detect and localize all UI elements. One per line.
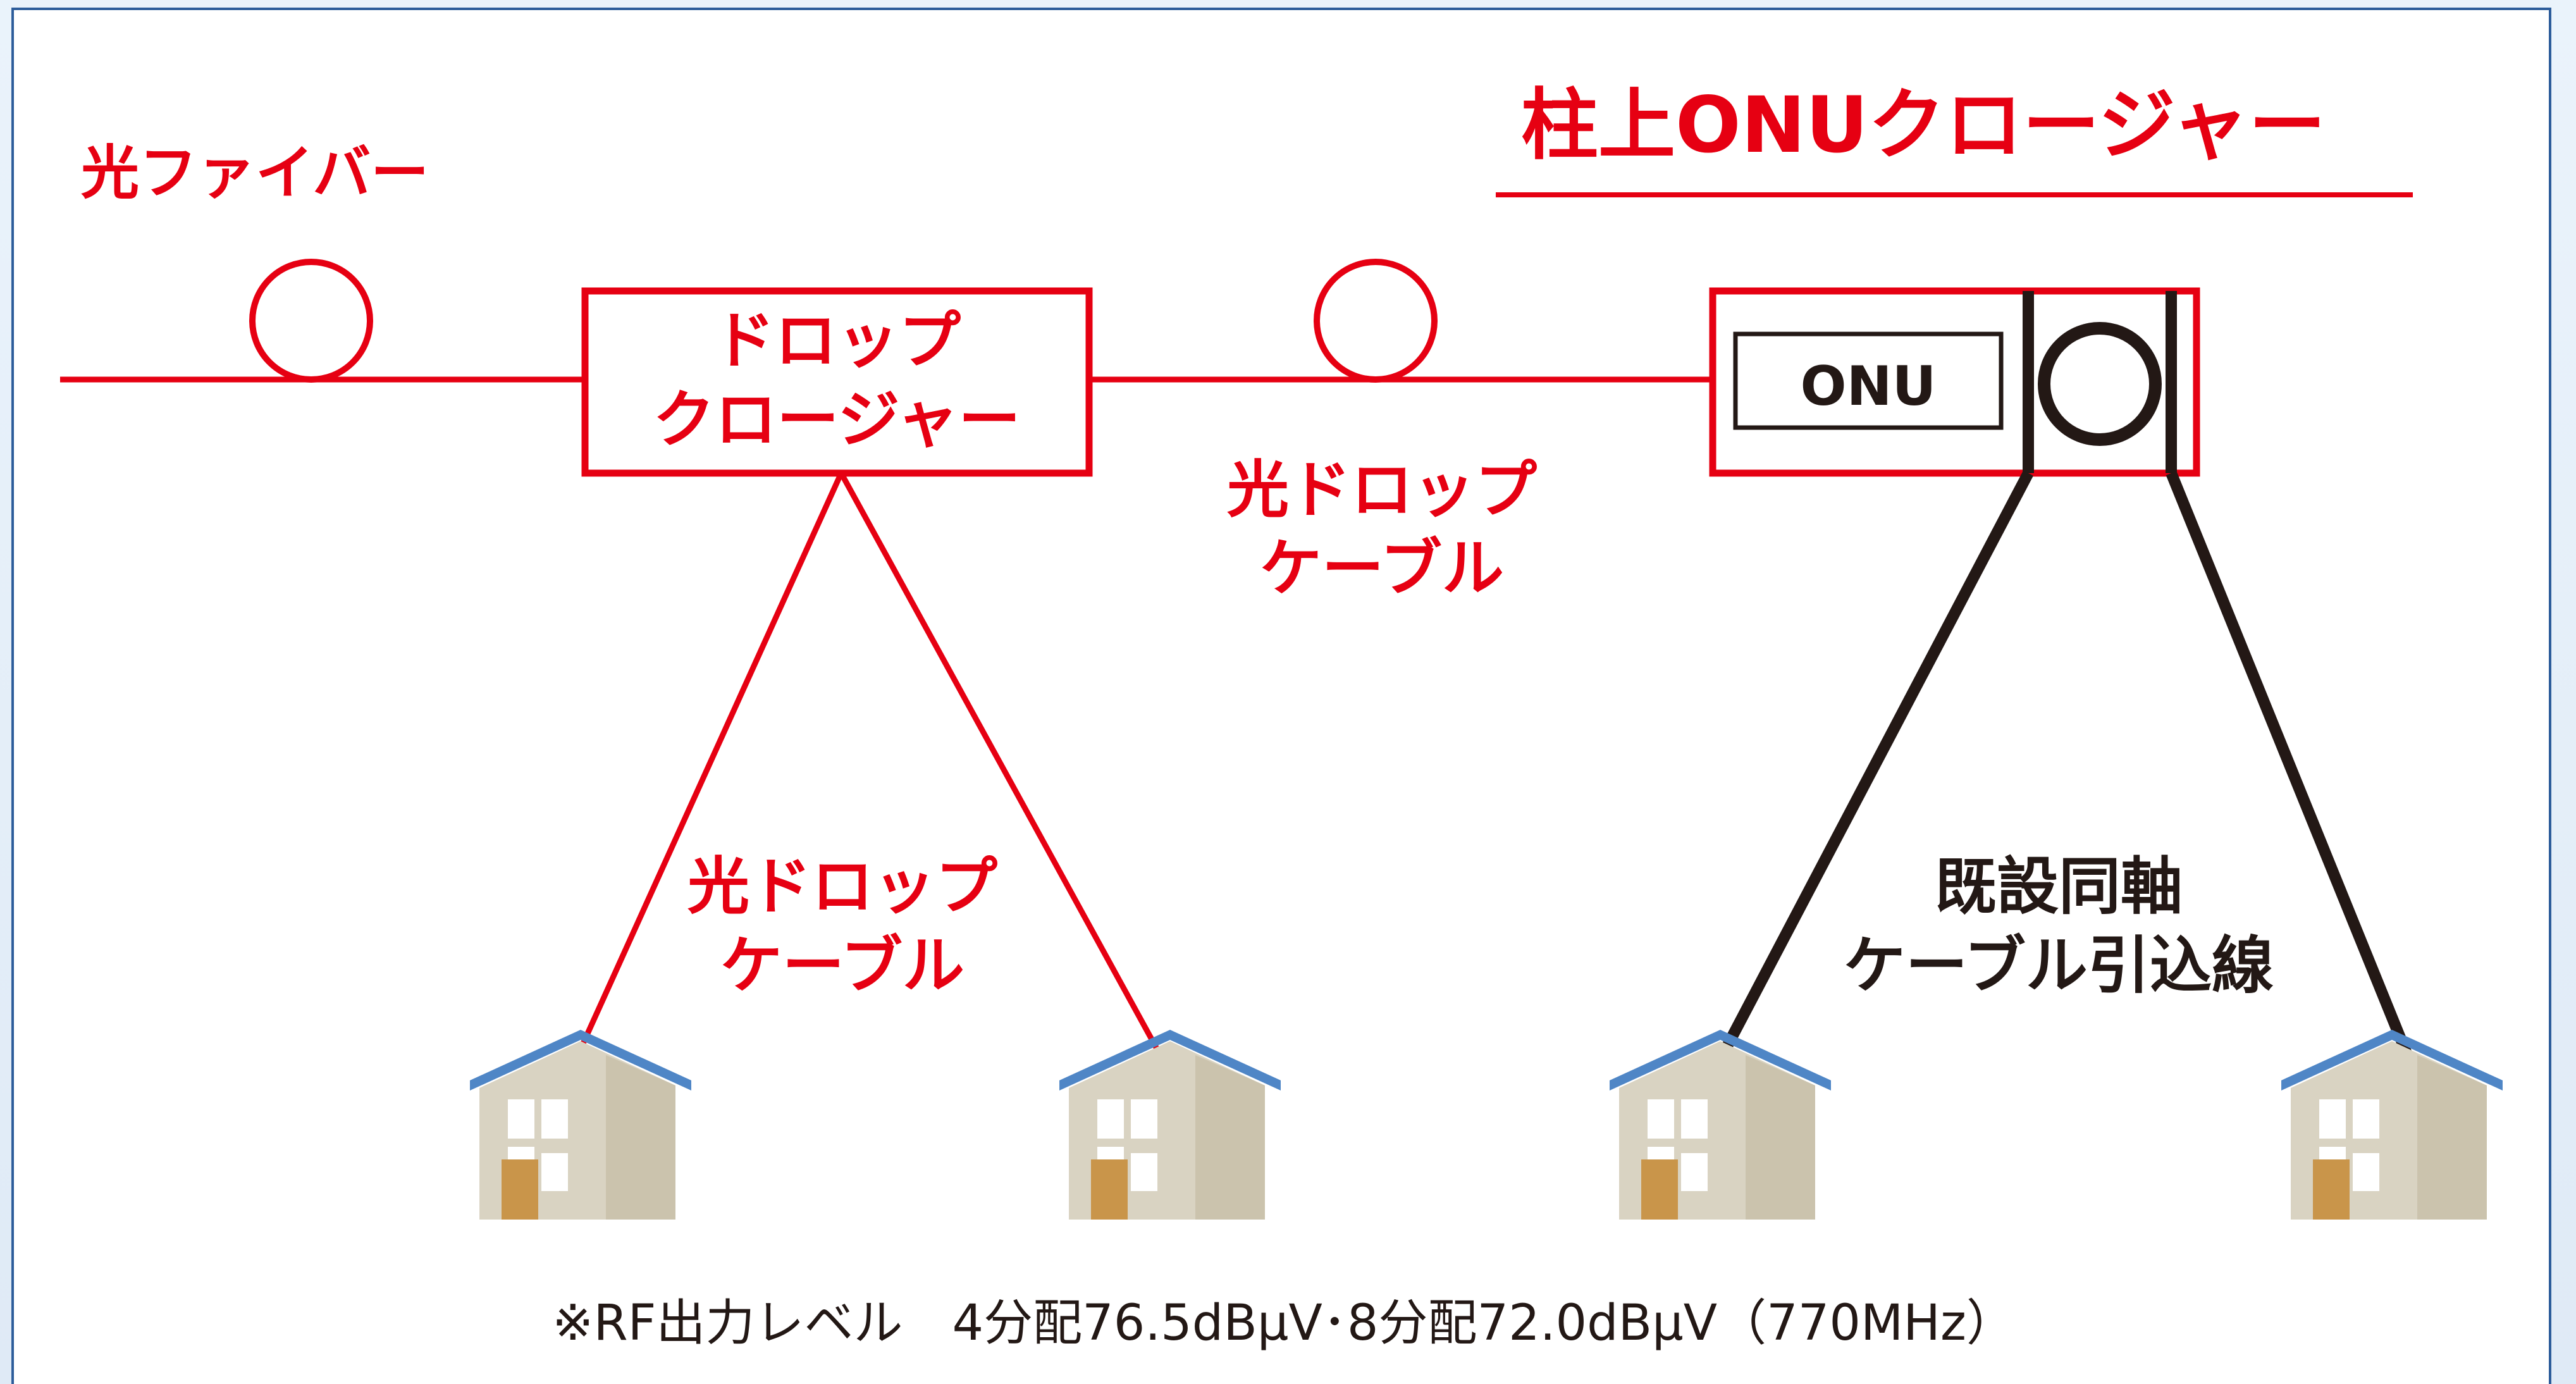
optical-drop-top-line1: 光ドロップ — [1227, 454, 1537, 526]
rf-output-note: ※RF出力レベル 4分配76.5dBμV･8分配72.0dBμV（770MHz） — [552, 1295, 2016, 1352]
coax-label-line2: ケーブル引込線 — [1844, 930, 2274, 1002]
fiber-coil-icon — [1314, 259, 1438, 383]
coax-label-line1: 既設同軸 — [1935, 851, 2183, 923]
house-icon — [1059, 1030, 1281, 1220]
coax-drop-line-b — [2166, 471, 2412, 1056]
optical-drop-cable-left-a — [576, 472, 844, 1054]
drop-closure-label-line2: クロージャー — [653, 384, 1020, 456]
optical-drop-top-line2: ケーブル — [1260, 533, 1504, 605]
drop-closure-label-line1: ドロップ — [713, 305, 961, 377]
fiber-coil-icon — [249, 259, 373, 383]
diagram-panel — [14, 10, 2549, 1384]
house-icon — [2281, 1030, 2503, 1220]
coax-coil-icon — [2038, 322, 2162, 446]
house-icon — [1610, 1030, 1831, 1220]
optical-drop-left-line2: ケーブル — [720, 930, 964, 1002]
optical-drop-cable-left-b — [839, 471, 1162, 1055]
fiber-label: 光ファイバー — [81, 139, 429, 207]
drop-closure-box — [581, 287, 1093, 477]
house-icon — [470, 1030, 691, 1220]
optical-drop-left-line1: 光ドロップ — [687, 851, 997, 923]
coax-drop-line-a — [1718, 470, 2033, 1056]
pole-onu-closure-title: 柱上ONUクロージャー — [1521, 80, 2326, 170]
onu-label: ONU — [1801, 355, 1937, 418]
onu-box — [1733, 331, 2004, 430]
